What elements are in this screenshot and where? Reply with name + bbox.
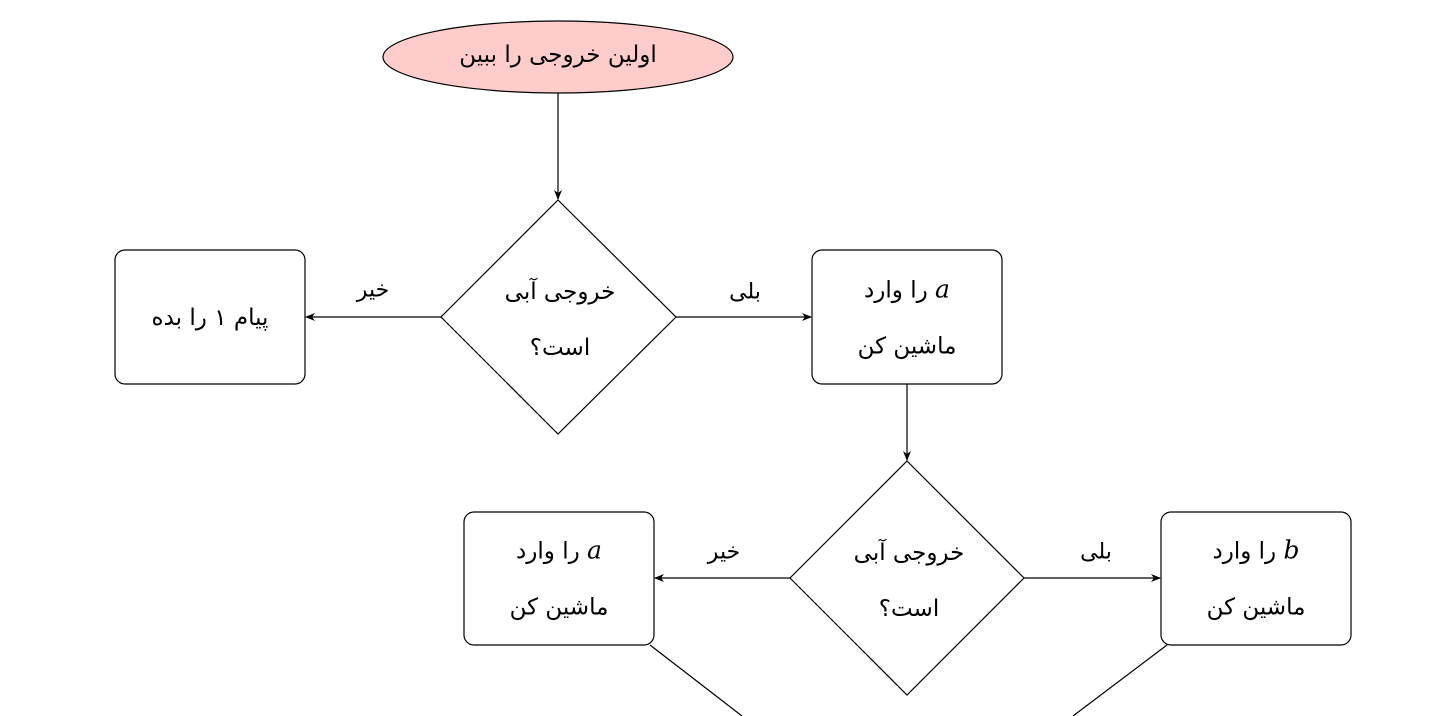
no1-edge-label: خیر — [356, 277, 390, 303]
start-node-text: اولین خروجی را ببین — [459, 42, 657, 68]
yes1-var: a — [935, 274, 950, 304]
yes2-box-text: b را وارد ماشین کن — [1207, 523, 1306, 636]
no2-box-text: a را وارد ماشین کن — [510, 523, 609, 636]
edge-yes2-down — [1072, 644, 1168, 716]
yes2-edge-label: بلی — [1080, 539, 1112, 565]
yes2-box-shape — [1160, 511, 1352, 646]
yes2-line1: را وارد — [1212, 538, 1277, 565]
no1-box-text: پیام ۱ را بده — [151, 305, 269, 331]
yes1-line2: ماشین کن — [857, 333, 957, 360]
edge-no2-down — [649, 644, 743, 716]
decision1-line2: است؟ — [529, 335, 591, 361]
yes2-line2: ماشین کن — [1206, 594, 1306, 621]
decision2-text: خروجی آبی است؟ — [854, 525, 965, 637]
yes2-var: b — [1283, 535, 1300, 565]
no2-line2: ماشین کن — [509, 594, 609, 621]
yes1-line1: را وارد — [864, 277, 928, 304]
no2-line1: را وارد — [516, 538, 580, 565]
yes1-edge-label: بلی — [729, 279, 761, 305]
decision1-shape — [440, 199, 677, 435]
decision2-line2: است؟ — [878, 596, 940, 622]
no2-var: a — [587, 535, 602, 565]
decision2-shape — [789, 460, 1025, 696]
decision2-line1: خروجی آبی — [853, 540, 965, 566]
decision1-text: خروجی آبی است؟ — [505, 264, 616, 376]
decision1-line1: خروجی آبی — [504, 279, 616, 305]
yes1-box-text: a را وارد ماشین کن — [858, 262, 957, 375]
no2-edge-label: خیر — [707, 539, 741, 565]
